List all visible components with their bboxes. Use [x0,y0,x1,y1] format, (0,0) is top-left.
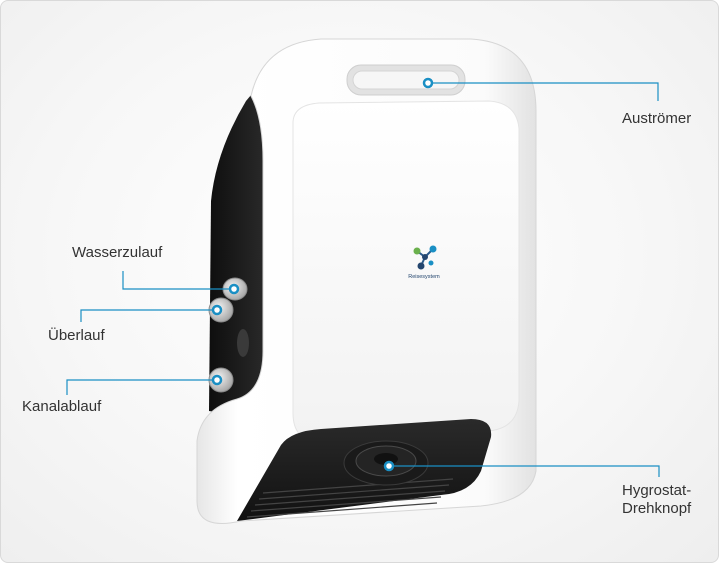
callout-line-ueberlauf [80,309,217,322]
callout-dot-ueberlauf [211,304,223,316]
label-kanalablauf: Kanalablauf [22,398,102,415]
callout-dot-ausstroemer [422,77,434,89]
intake-grille [246,478,454,518]
label-wasserzulauf: Wasserzulauf [72,244,163,261]
label-ueberlauf: Überlauf [48,327,105,344]
callout-line-ausstroemer [428,82,659,101]
label-hygrostat-line1: Hygrostat- [622,482,692,499]
brand-logo-icon [413,245,437,270]
callout-dot-wasserzulauf [228,283,240,295]
air-outlet [346,64,466,96]
callout-dot-hygrostat [383,460,395,472]
callout-line-kanalablauf [66,379,217,395]
callout-dots [211,77,434,472]
label-hygrostat-line2: Drehknopf [622,500,692,517]
brand-logo-text: Reisesystem [408,274,440,280]
callout-line-hygrostat [389,465,660,477]
callout-lines [66,82,660,477]
callout-dot-kanalablauf [211,374,223,386]
device-front-face [292,100,520,442]
callout-line-wasserzulauf [122,271,234,290]
device-side-panel [209,71,271,421]
water-ports [208,277,249,393]
label-ausstroemer: Auströmer [622,110,692,127]
